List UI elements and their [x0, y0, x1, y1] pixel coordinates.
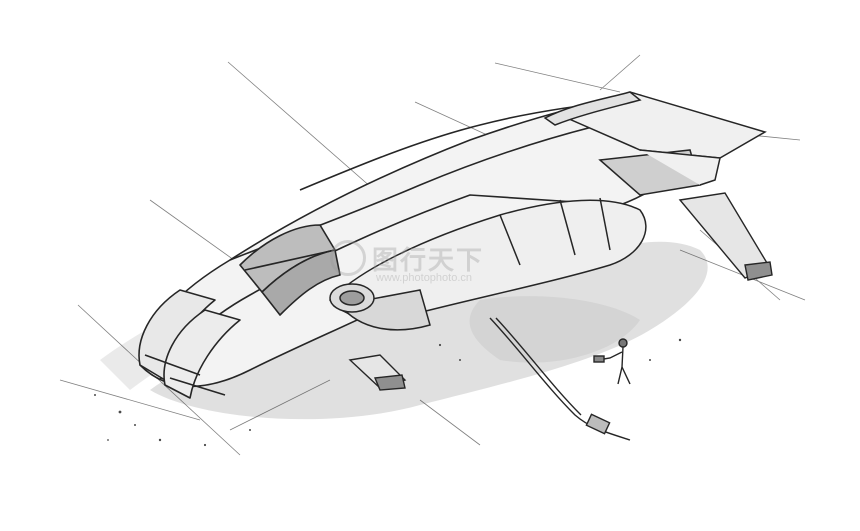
engine-nacelle — [328, 197, 647, 331]
ground-shadow-right — [469, 296, 640, 363]
human-figure — [593, 338, 631, 385]
ground-shadow — [150, 241, 708, 420]
ground-cable — [489, 317, 631, 441]
landing-gear — [348, 192, 773, 391]
tail-section — [543, 91, 767, 196]
ink-splatter — [94, 338, 682, 447]
